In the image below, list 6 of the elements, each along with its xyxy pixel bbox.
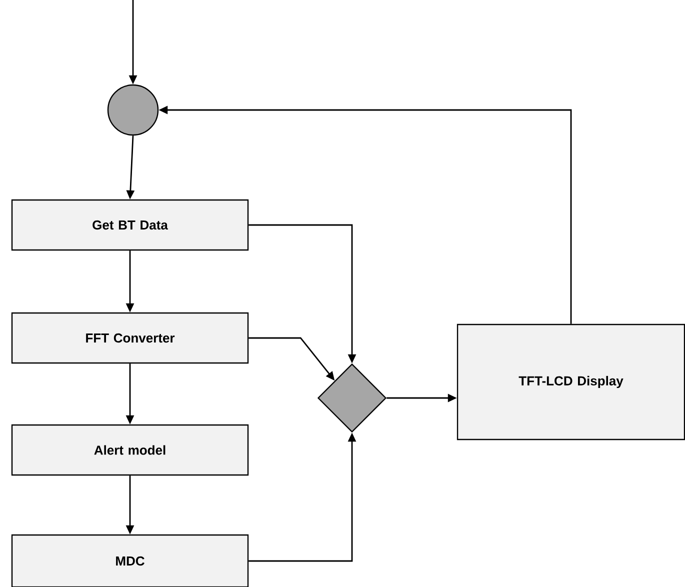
process-box: Get BT Data (11, 199, 249, 251)
process-box: MDC (11, 534, 249, 587)
process-box: Alert model (11, 424, 249, 476)
junction-circle (107, 84, 159, 136)
process-box: FFT Converter (11, 312, 249, 364)
process-box: TFT-LCD Display (456, 324, 685, 440)
